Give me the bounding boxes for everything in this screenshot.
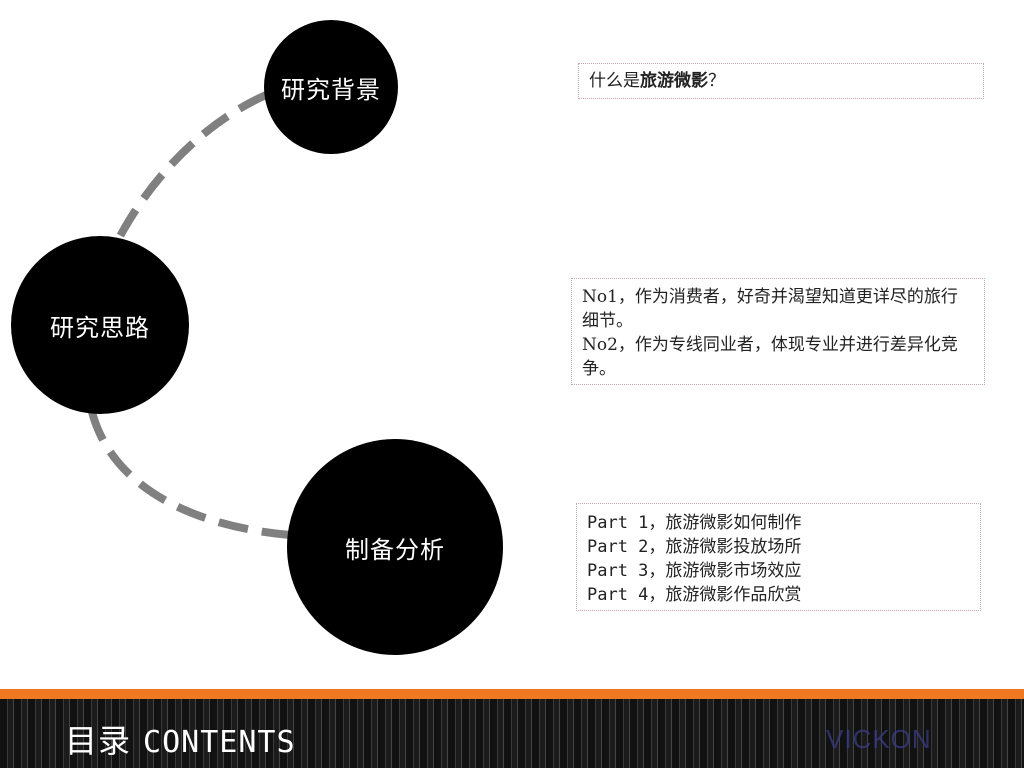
dashed-arc-top [114, 91, 268, 242]
watermark-logo: VICKON [826, 724, 932, 755]
reason-line: No1，作为消费者，好奇并渴望知道更详尽的旅行细节。 [582, 287, 958, 331]
part-line: Part 4，旅游微影作品欣赏 [587, 585, 802, 605]
watermark-text: VICKON [826, 724, 932, 754]
footer-title: 目录 CONTENTS [65, 716, 296, 762]
part-line: Part 1，旅游微影如何制作 [587, 513, 802, 533]
node-label: 研究思路 [50, 313, 150, 342]
footer-title-en: CONTENTS [143, 725, 296, 760]
node-label: 研究背景 [281, 75, 381, 104]
footer-accent-bar [0, 689, 1024, 699]
question-suffix: ？ [708, 71, 725, 91]
node-label: 制备分析 [345, 535, 445, 564]
part-line: Part 2，旅游微影投放场所 [587, 537, 802, 557]
footer-bar [0, 699, 1024, 768]
text-box-parts: Part 1，旅游微影如何制作 Part 2，旅游微影投放场所 Part 3，旅… [576, 503, 981, 611]
part-line: Part 3，旅游微影市场效应 [587, 561, 802, 581]
question-prefix: 什么是 [589, 71, 640, 91]
question-keyword: 旅游微影 [640, 71, 708, 91]
reason-line: No2，作为专线同业者，体现专业并进行差异化竞争。 [582, 335, 958, 379]
node-research-approach[interactable]: 研究思路 [11, 236, 189, 414]
text-box-question: 什么是旅游微影？ [578, 63, 984, 99]
node-preparation-analysis[interactable]: 制备分析 [287, 439, 503, 655]
footer-title-cn: 目录 [65, 722, 132, 760]
dashed-arc-bottom [88, 410, 291, 539]
node-research-background[interactable]: 研究背景 [264, 20, 398, 154]
text-box-reasons: No1，作为消费者，好奇并渴望知道更详尽的旅行细节。 No2，作为专线同业者，体… [571, 278, 985, 385]
